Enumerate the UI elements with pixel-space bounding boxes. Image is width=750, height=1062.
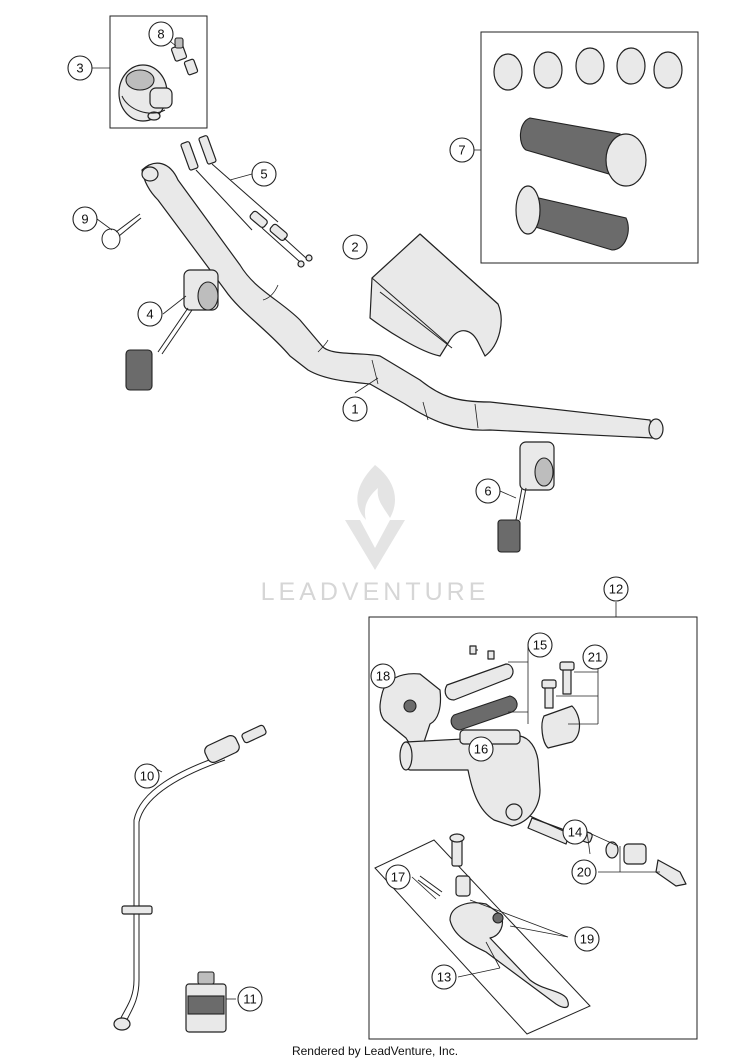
callout-17: 17 (385, 864, 411, 890)
throttle-housing (118, 64, 173, 122)
clutch-lever (449, 902, 569, 1009)
callout-8: 8 (148, 21, 174, 47)
svg-text:18: 18 (376, 669, 390, 684)
svg-text:9: 9 (81, 212, 88, 227)
callout-7: 7 (449, 137, 475, 163)
lever-adjuster (605, 841, 687, 887)
callout-9: 9 (72, 206, 98, 232)
lever-guard (379, 673, 442, 747)
svg-text:17: 17 (391, 870, 405, 885)
lever-spring (417, 875, 471, 897)
callout-14: 14 (562, 819, 588, 845)
callout-5: 5 (251, 161, 277, 187)
callout-3: 3 (67, 55, 93, 81)
callout-4: 4 (137, 301, 163, 327)
handlebar (141, 162, 664, 440)
svg-text:7: 7 (458, 143, 465, 158)
throttle-cables (180, 135, 313, 268)
callout-1: 1 (342, 396, 368, 422)
svg-text:11: 11 (243, 992, 257, 1007)
callout-20: 20 (571, 859, 597, 885)
leadventure-watermark: LEADVENTURE (261, 465, 490, 606)
callout-16: 16 (468, 736, 494, 762)
svg-text:3: 3 (76, 61, 83, 76)
callout-13: 13 (431, 964, 457, 990)
callout-19: 19 (574, 926, 600, 952)
svg-text:5: 5 (260, 167, 267, 182)
svg-text:4: 4 (146, 307, 153, 322)
throttle-housing-frame (109, 15, 208, 129)
grip-set (493, 47, 683, 251)
svg-text:19: 19 (580, 932, 594, 947)
callout-11: 11 (237, 986, 263, 1012)
svg-text:8: 8 (157, 27, 164, 42)
svg-text:10: 10 (140, 769, 154, 784)
kill-switch (125, 269, 219, 391)
callout-21: 21 (582, 644, 608, 670)
callout-6: 6 (475, 478, 501, 504)
footer-credit: Rendered by LeadVenture, Inc. (291, 1044, 459, 1058)
watermark-text: LEADVENTURE (261, 578, 490, 606)
svg-text:16: 16 (474, 742, 488, 757)
svg-text:13: 13 (437, 970, 451, 985)
callout-12: 12 (603, 576, 629, 602)
grips-frame (480, 31, 699, 264)
cable-tie (101, 213, 142, 250)
svg-text:2: 2 (351, 240, 358, 255)
handlebar-clamp (541, 661, 581, 749)
callout-10: 10 (134, 763, 160, 789)
map-switch (497, 441, 555, 553)
pivot-bolt (449, 833, 465, 867)
reservoir-cover (444, 645, 518, 731)
svg-text:15: 15 (533, 638, 547, 653)
svg-text:21: 21 (588, 650, 602, 665)
oil-bottle (185, 971, 227, 1033)
svg-text:14: 14 (568, 825, 582, 840)
clutch-hydraulic-line (113, 724, 267, 1031)
callout-18: 18 (370, 663, 396, 689)
svg-text:20: 20 (577, 865, 591, 880)
handlebar-pad (369, 233, 502, 357)
svg-text:12: 12 (609, 582, 623, 597)
svg-text:1: 1 (351, 402, 358, 417)
clutch-assembly-frame (368, 616, 698, 1040)
leader-lines (92, 33, 660, 1000)
callout-15: 15 (527, 632, 553, 658)
callout-2: 2 (342, 234, 368, 260)
lever-kit-frame (374, 839, 591, 1035)
svg-text:6: 6 (484, 484, 491, 499)
housing-bolts (170, 37, 199, 76)
